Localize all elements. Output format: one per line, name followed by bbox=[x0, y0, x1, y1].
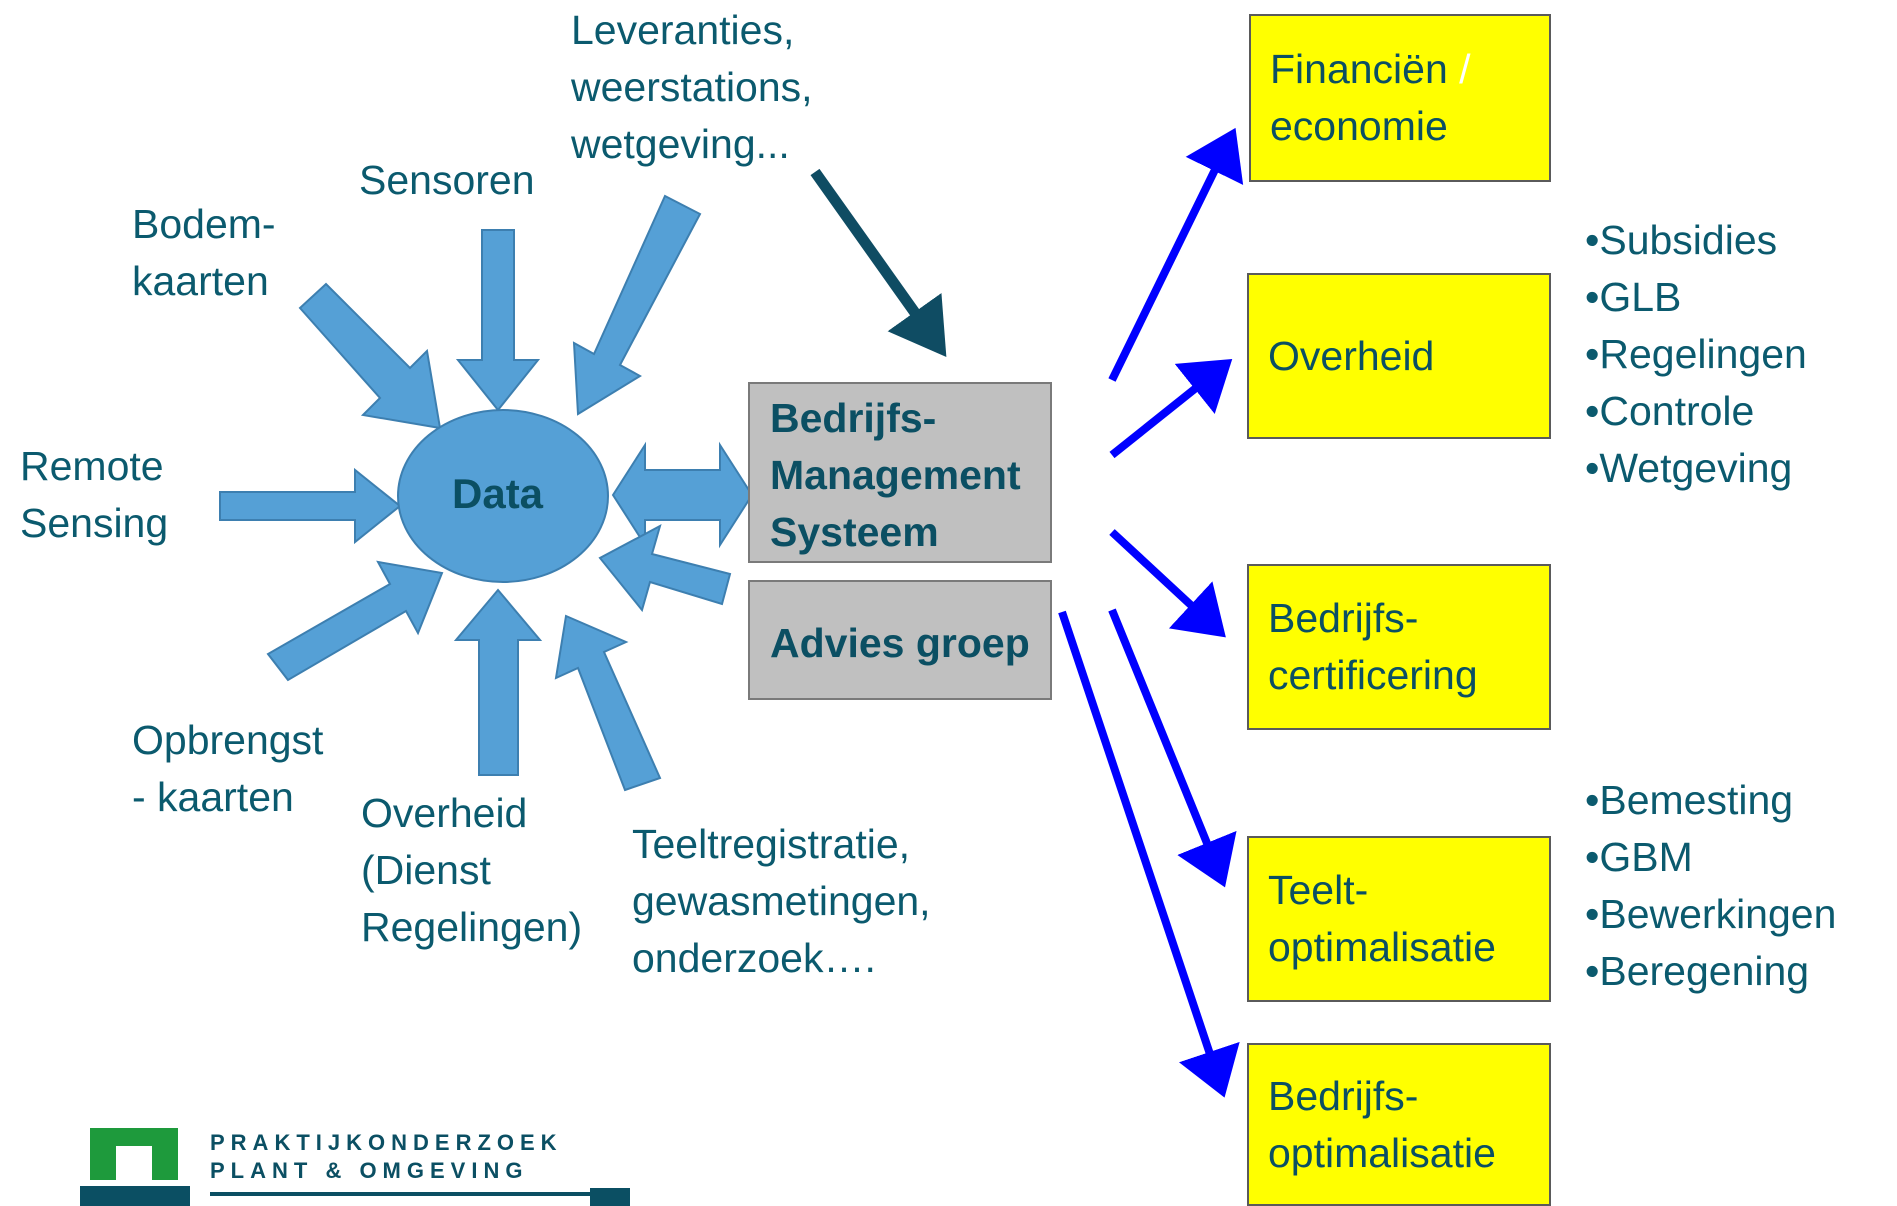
advies-box: Advies groep bbox=[748, 580, 1052, 700]
bullet-item: •Regelingen bbox=[1585, 331, 1807, 377]
arrow-sensoren bbox=[455, 229, 541, 412]
arrow-to-teelt bbox=[1108, 608, 1237, 888]
bms-label: Bedrijfs- Management Systeem bbox=[770, 395, 1021, 555]
bedrijfsopt-label: Bedrijfs- optimalisatie bbox=[1268, 1072, 1496, 1176]
arrow-bodemkaarten bbox=[298, 282, 442, 430]
bullet-item: •Beregening bbox=[1585, 948, 1810, 994]
logo-tag bbox=[590, 1188, 630, 1206]
bullet-item: •GLB bbox=[1585, 274, 1682, 320]
label-remote-sensing: Remote Sensing bbox=[20, 443, 169, 546]
financien-box: Financiën / economie bbox=[1249, 14, 1551, 182]
bullet-item: •Subsidies bbox=[1585, 217, 1778, 263]
logo-line-1: PRAKTIJKONDERZOEK bbox=[210, 1130, 563, 1155]
bullet-item: •Bewerkingen bbox=[1585, 891, 1837, 937]
arrow-overheid-dienst bbox=[453, 588, 543, 776]
arrow-opbrengstkaarten bbox=[266, 560, 444, 682]
economie-label: economie bbox=[1270, 103, 1448, 149]
bullet-item: •GBM bbox=[1585, 834, 1693, 880]
teelt-bullets: •Bemesting •GBM •Bewerkingen •Beregening bbox=[1585, 772, 1836, 1000]
label-teeltregistratie: Teeltregistratie, gewasmetingen, onderzo… bbox=[632, 821, 931, 981]
arrow-data-bms-double bbox=[611, 441, 754, 549]
data-ellipse bbox=[397, 409, 609, 583]
arrow-to-bedrijfsopt bbox=[1058, 610, 1240, 1098]
advies-label: Advies groep bbox=[770, 620, 1030, 666]
logo-line-2: PLANT & OMGEVING bbox=[210, 1158, 529, 1183]
arrow-remote-sensing bbox=[219, 467, 402, 545]
bullet-item: •Bemesting bbox=[1585, 777, 1794, 823]
overheid-box: Overheid bbox=[1247, 273, 1551, 439]
arrow-teeltregistratie bbox=[554, 614, 662, 792]
financien-label: Financiën bbox=[1270, 46, 1448, 92]
arrow-to-financien bbox=[1108, 127, 1244, 382]
label-sensoren: Sensoren bbox=[359, 157, 535, 203]
teelt-box: Teelt- optimalisatie bbox=[1247, 836, 1551, 1002]
logo-mark bbox=[80, 1128, 190, 1206]
arrow-leveranties-bms bbox=[810, 168, 947, 357]
bullet-item: •Controle bbox=[1585, 388, 1755, 434]
financien-slash: / bbox=[1447, 46, 1471, 92]
arrow-advies-data bbox=[598, 524, 732, 613]
arrow-to-overheid bbox=[1109, 359, 1233, 459]
label-overheid-dienst: Overheid (Dienst Regelingen) bbox=[361, 790, 583, 950]
bullet-item: •Wetgeving bbox=[1585, 445, 1793, 491]
overheid-label: Overheid bbox=[1268, 332, 1435, 379]
label-bodemkaarten: Bodem- kaarten bbox=[132, 201, 276, 304]
bedrijfsopt-box: Bedrijfs- optimalisatie bbox=[1247, 1043, 1551, 1206]
ppo-logo: PRAKTIJKONDERZOEK PLANT & OMGEVING bbox=[80, 1128, 640, 1206]
overheid-bullets: •Subsidies •GLB •Regelingen •Controle •W… bbox=[1585, 212, 1807, 497]
arrow-leveranties bbox=[572, 194, 702, 416]
teelt-label: Teelt- optimalisatie bbox=[1268, 867, 1496, 970]
certificering-label: Bedrijfs- certificering bbox=[1268, 595, 1478, 698]
label-opbrengstkaarten: Opbrengst - kaarten bbox=[132, 717, 324, 820]
logo-rule bbox=[210, 1192, 620, 1196]
label-leveranties: Leveranties, weerstations, wetgeving... bbox=[571, 7, 813, 167]
certificering-box: Bedrijfs- certificering bbox=[1247, 564, 1551, 730]
data-label: Data bbox=[452, 470, 544, 517]
bms-box: Bedrijfs- Management Systeem bbox=[748, 382, 1052, 563]
arrow-to-certificering bbox=[1109, 529, 1226, 638]
